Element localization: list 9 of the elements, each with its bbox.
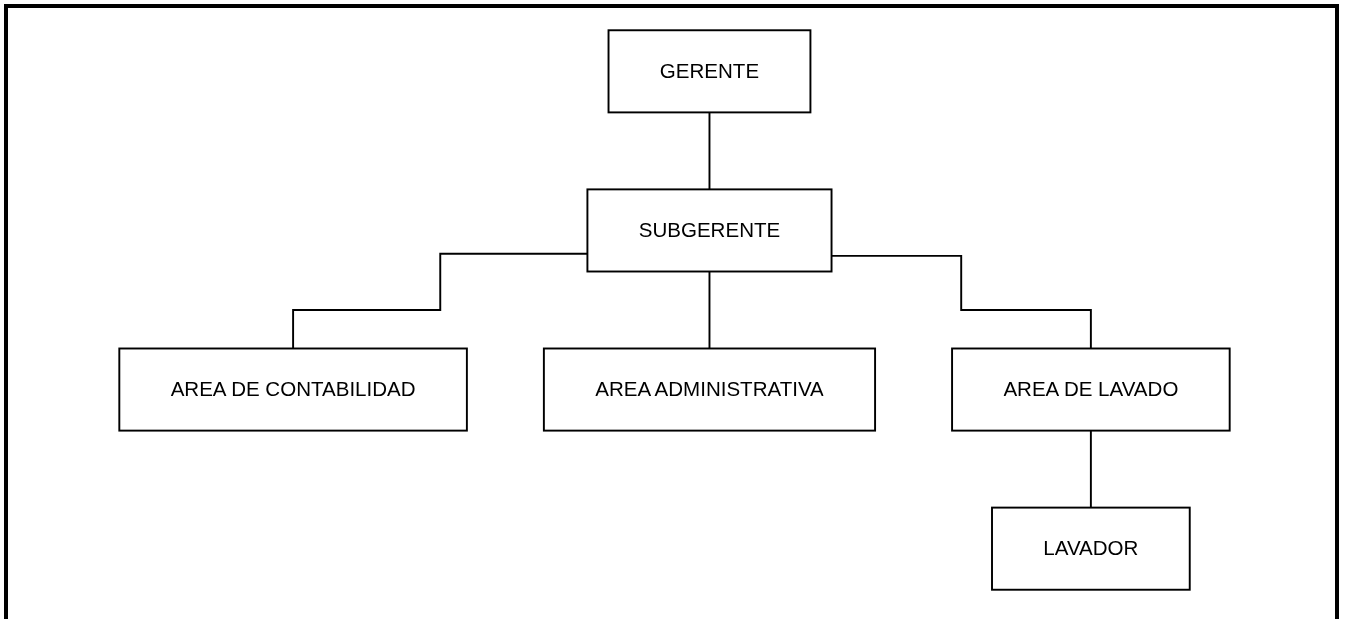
node-box: SUBGERENTE xyxy=(586,188,833,273)
node-box: LAVADOR xyxy=(991,506,1191,591)
connector xyxy=(708,111,711,191)
connector xyxy=(708,270,711,350)
node-box: AREA DE LAVADO xyxy=(951,347,1231,432)
connector xyxy=(1089,429,1092,509)
node-box: AREA ADMINISTRATIVA xyxy=(542,347,877,432)
node-box: GERENTE xyxy=(607,29,812,114)
node-box: AREA DE CONTABILIDAD xyxy=(118,347,468,432)
